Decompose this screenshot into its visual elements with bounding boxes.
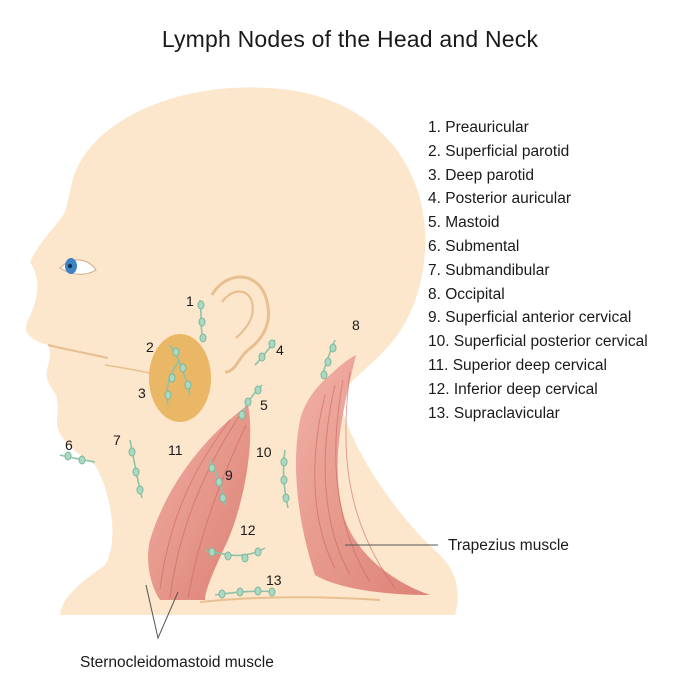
sternocleidomastoid-label: Sternocleidomastoid muscle [80,654,274,671]
legend-list: 1. Preauricular 2. Superficial parotid 3… [428,116,648,425]
clavicle-line [199,596,381,603]
sternocleidomastoid-muscle [148,405,251,600]
legend-item: 6. Submental [428,237,520,255]
legend-item: 2. Superficial parotid [428,142,570,160]
legend-item: 7. Submandibular [428,261,550,279]
marker-12: 12 [240,522,256,538]
marker-9: 9 [225,467,233,483]
lip-line [104,364,151,374]
legend-item: 8. Occipital [428,285,505,303]
marker-6: 6 [65,437,73,453]
marker-1: 1 [186,293,194,309]
marker-11: 11 [168,442,183,458]
legend-item: 12. Inferior deep cervical [428,380,598,398]
trapezius-label: Trapezius muscle [448,537,569,554]
legend-item: 5. Mastoid [428,214,500,232]
legend-item: 11. Superior deep cervical [428,356,607,374]
ear [210,275,270,374]
marker-4: 4 [276,342,284,358]
marker-5: 5 [260,397,268,413]
diagram-title: Lymph Nodes of the Head and Neck [161,26,539,52]
lymph-nodes [64,300,337,599]
marker-2: 2 [146,339,154,355]
legend-item: 9. Superficial anterior cervical [428,309,632,327]
marker-7: 7 [113,432,121,448]
legend-item: 10. Superficial posterior cervical [428,333,648,351]
marker-10: 10 [256,444,272,460]
legend-item: 4. Posterior auricular [428,190,572,208]
mouth-line [47,344,109,359]
legend-item: 3. Deep parotid [428,166,534,184]
eye [59,258,97,275]
marker-8: 8 [352,317,360,333]
legend-item: 13. Supraclavicular [428,404,560,422]
legend-item: 1. Preauricular [428,119,529,136]
marker-13: 13 [266,572,282,588]
parotid-gland [149,334,211,422]
sternocleidomastoid-leader-line [145,584,179,640]
marker-3: 3 [138,385,146,401]
